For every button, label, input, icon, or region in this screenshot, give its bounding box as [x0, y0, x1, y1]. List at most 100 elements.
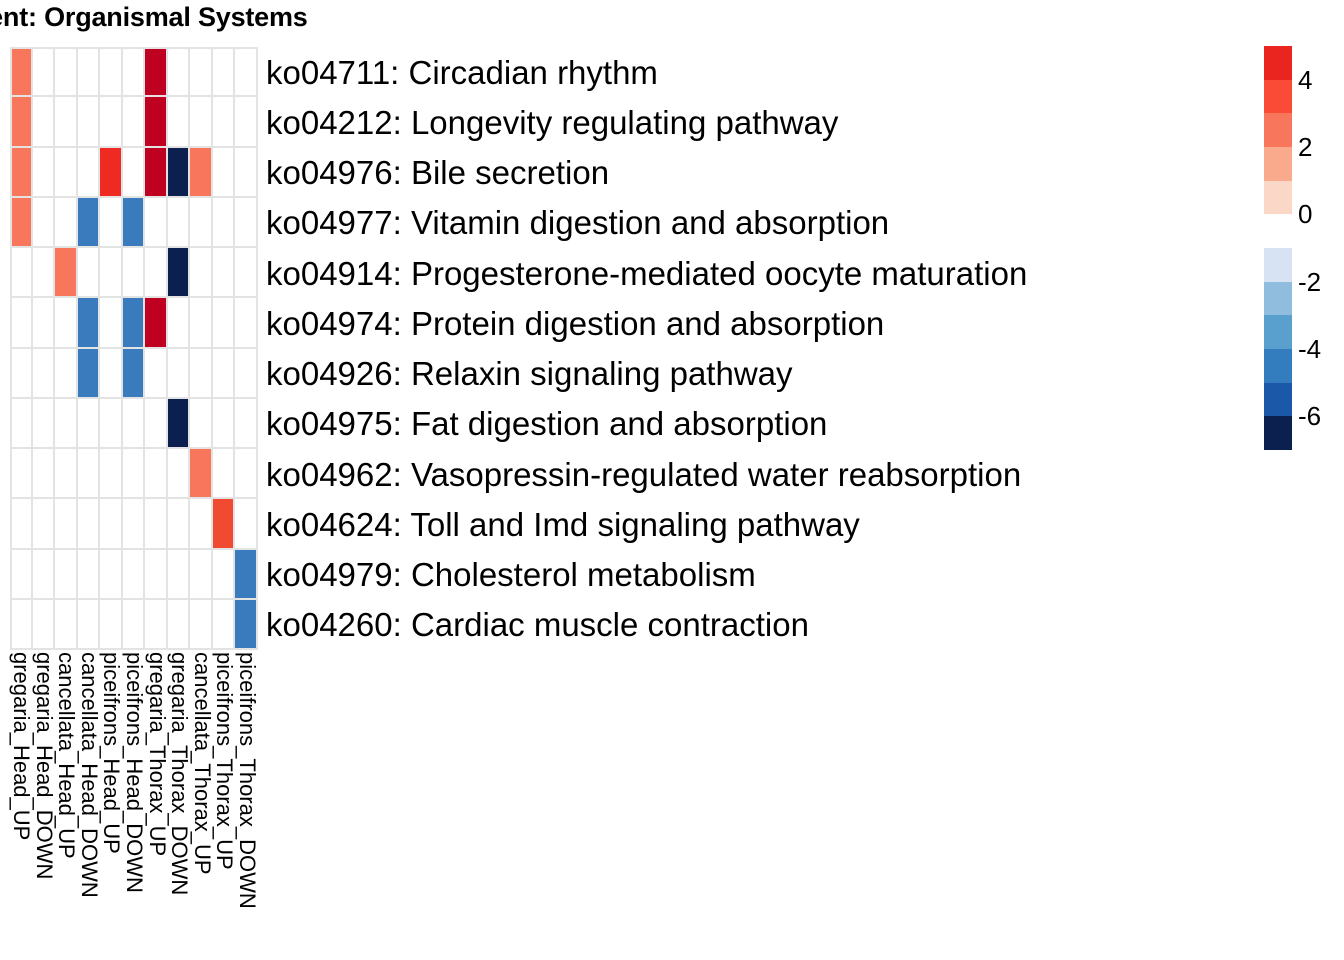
- heatmap-cell: [145, 348, 168, 399]
- heatmap-cell: [145, 599, 168, 650]
- heatmap-row-label: ko04977: Vitamin digestion and absorptio…: [266, 204, 890, 242]
- heatmap-cell: [167, 348, 191, 399]
- heatmap-column-label-slot: piceifrons_Thorax_UP: [212, 652, 237, 952]
- heatmap-row-label: ko04624: Toll and Imd signaling pathway: [266, 505, 860, 543]
- colorbar-gradient: [1264, 46, 1292, 450]
- heatmap-cell: [122, 398, 146, 449]
- heatmap-column-label: cancellata_Head_DOWN: [76, 652, 102, 898]
- heatmap-cell: [55, 197, 78, 248]
- heatmap-column-label: piceifrons_Thorax_DOWN: [234, 652, 260, 909]
- heatmap-cell: [122, 248, 146, 299]
- heatmap-cell: [235, 348, 258, 399]
- heatmap-cell: [100, 97, 123, 148]
- heatmap-cell: [32, 147, 56, 198]
- heatmap-cell: [190, 599, 213, 650]
- colorbar-swatch: [1264, 46, 1292, 80]
- heatmap-column-label: gregaria_Thorax_DOWN: [167, 652, 193, 896]
- heatmap-cell: [167, 97, 191, 148]
- heatmap-cell: [145, 47, 168, 98]
- heatmap-cell: [145, 147, 168, 198]
- heatmap-cell: [235, 147, 258, 198]
- heatmap-cell: [167, 197, 191, 248]
- heatmap-column-label-slot: cancellata_Head_DOWN: [76, 652, 102, 952]
- heatmap-cell: [212, 549, 236, 600]
- heatmap-cell: [77, 147, 101, 198]
- heatmap-cell: [55, 248, 78, 299]
- heatmap-cell: [55, 398, 78, 449]
- heatmap-column-label: cancellata_Head_UP: [54, 652, 80, 859]
- heatmap-cell: [167, 147, 191, 198]
- heatmap-cell: [122, 549, 146, 600]
- heatmap-cell: [10, 147, 33, 198]
- colorbar-swatch: [1264, 315, 1292, 349]
- heatmap-cell: [10, 97, 33, 148]
- heatmap-cell: [212, 47, 236, 98]
- heatmap-cell: [167, 398, 191, 449]
- heatmap-cell: [77, 97, 101, 148]
- heatmap-row-label: ko04926: Relaxin signaling pathway: [266, 355, 793, 393]
- heatmap-row-label: ko04260: Cardiac muscle contraction: [266, 606, 809, 644]
- heatmap-cell: [10, 499, 33, 550]
- heatmap-cell: [32, 499, 56, 550]
- heatmap-cell: [32, 398, 56, 449]
- heatmap-cell: [55, 449, 78, 500]
- heatmap-cell: [77, 549, 101, 600]
- heatmap-cell: [212, 97, 236, 148]
- colorbar-swatch: [1264, 281, 1292, 316]
- heatmap-cell: [32, 599, 56, 650]
- heatmap-cell: [32, 47, 56, 98]
- heatmap-column-label-slot: gregaria_Thorax_DOWN: [167, 652, 193, 952]
- heatmap-cell: [32, 248, 56, 299]
- heatmap-cell: [100, 298, 123, 349]
- heatmap-cell: [100, 348, 123, 399]
- heatmap-cell: [100, 248, 123, 299]
- heatmap-cell: [145, 97, 168, 148]
- heatmap-cell: [122, 47, 146, 98]
- heatmap-cell: [235, 398, 258, 449]
- heatmap-cell: [212, 147, 236, 198]
- heatmap-cell: [145, 449, 168, 500]
- heatmap-cell: [10, 398, 33, 449]
- heatmap-cell: [190, 147, 213, 198]
- heatmap-cell: [190, 97, 213, 148]
- heatmap-cell: [55, 97, 78, 148]
- colorbar-tick-label: -6: [1298, 401, 1322, 432]
- heatmap-cell: [10, 449, 33, 500]
- heatmap-cell: [212, 298, 236, 349]
- heatmap-cell: [212, 398, 236, 449]
- heatmap-cell: [122, 298, 146, 349]
- heatmap-cell: [145, 398, 168, 449]
- heatmap-cell: [10, 348, 33, 399]
- heatmap-cell: [122, 599, 146, 650]
- heatmap-cell: [77, 348, 101, 399]
- heatmap-cell: [100, 449, 123, 500]
- heatmap-cell: [32, 449, 56, 500]
- heatmap-cell: [212, 449, 236, 500]
- heatmap-cell: [100, 197, 123, 248]
- heatmap-cell: [212, 599, 236, 650]
- heatmap-cell: [10, 298, 33, 349]
- heatmap-row-label: ko04975: Fat digestion and absorption: [266, 405, 828, 443]
- heatmap-cell: [55, 499, 78, 550]
- heatmap-cell: [167, 499, 191, 550]
- heatmap-cell: [77, 298, 101, 349]
- heatmap-row-label: ko04979: Cholesterol metabolism: [266, 556, 756, 594]
- heatmap-cell: [32, 549, 56, 600]
- heatmap-cell: [190, 47, 213, 98]
- heatmap-row-label: ko04914: Progesterone-mediated oocyte ma…: [266, 254, 1028, 292]
- heatmap-column-label-slot: piceifrons_Thorax_DOWN: [234, 652, 260, 952]
- heatmap-cell: [122, 97, 146, 148]
- heatmap-cell: [145, 298, 168, 349]
- heatmap-column-label-slot: gregaria_Thorax_UP: [144, 652, 170, 952]
- heatmap-row-label: ko04976: Bile secretion: [266, 154, 610, 192]
- colorbar-swatch: [1264, 348, 1292, 383]
- heatmap-cell: [145, 499, 168, 550]
- heatmap-cell: [55, 147, 78, 198]
- colorbar-tick-label: -4: [1298, 334, 1322, 364]
- heatmap-cell: [10, 599, 33, 650]
- heatmap-column-label: gregaria_Thorax_UP: [144, 652, 170, 857]
- colorbar-tick-label: 4: [1298, 64, 1313, 95]
- heatmap-cell: [212, 248, 236, 299]
- heatmap-cell: [190, 248, 213, 299]
